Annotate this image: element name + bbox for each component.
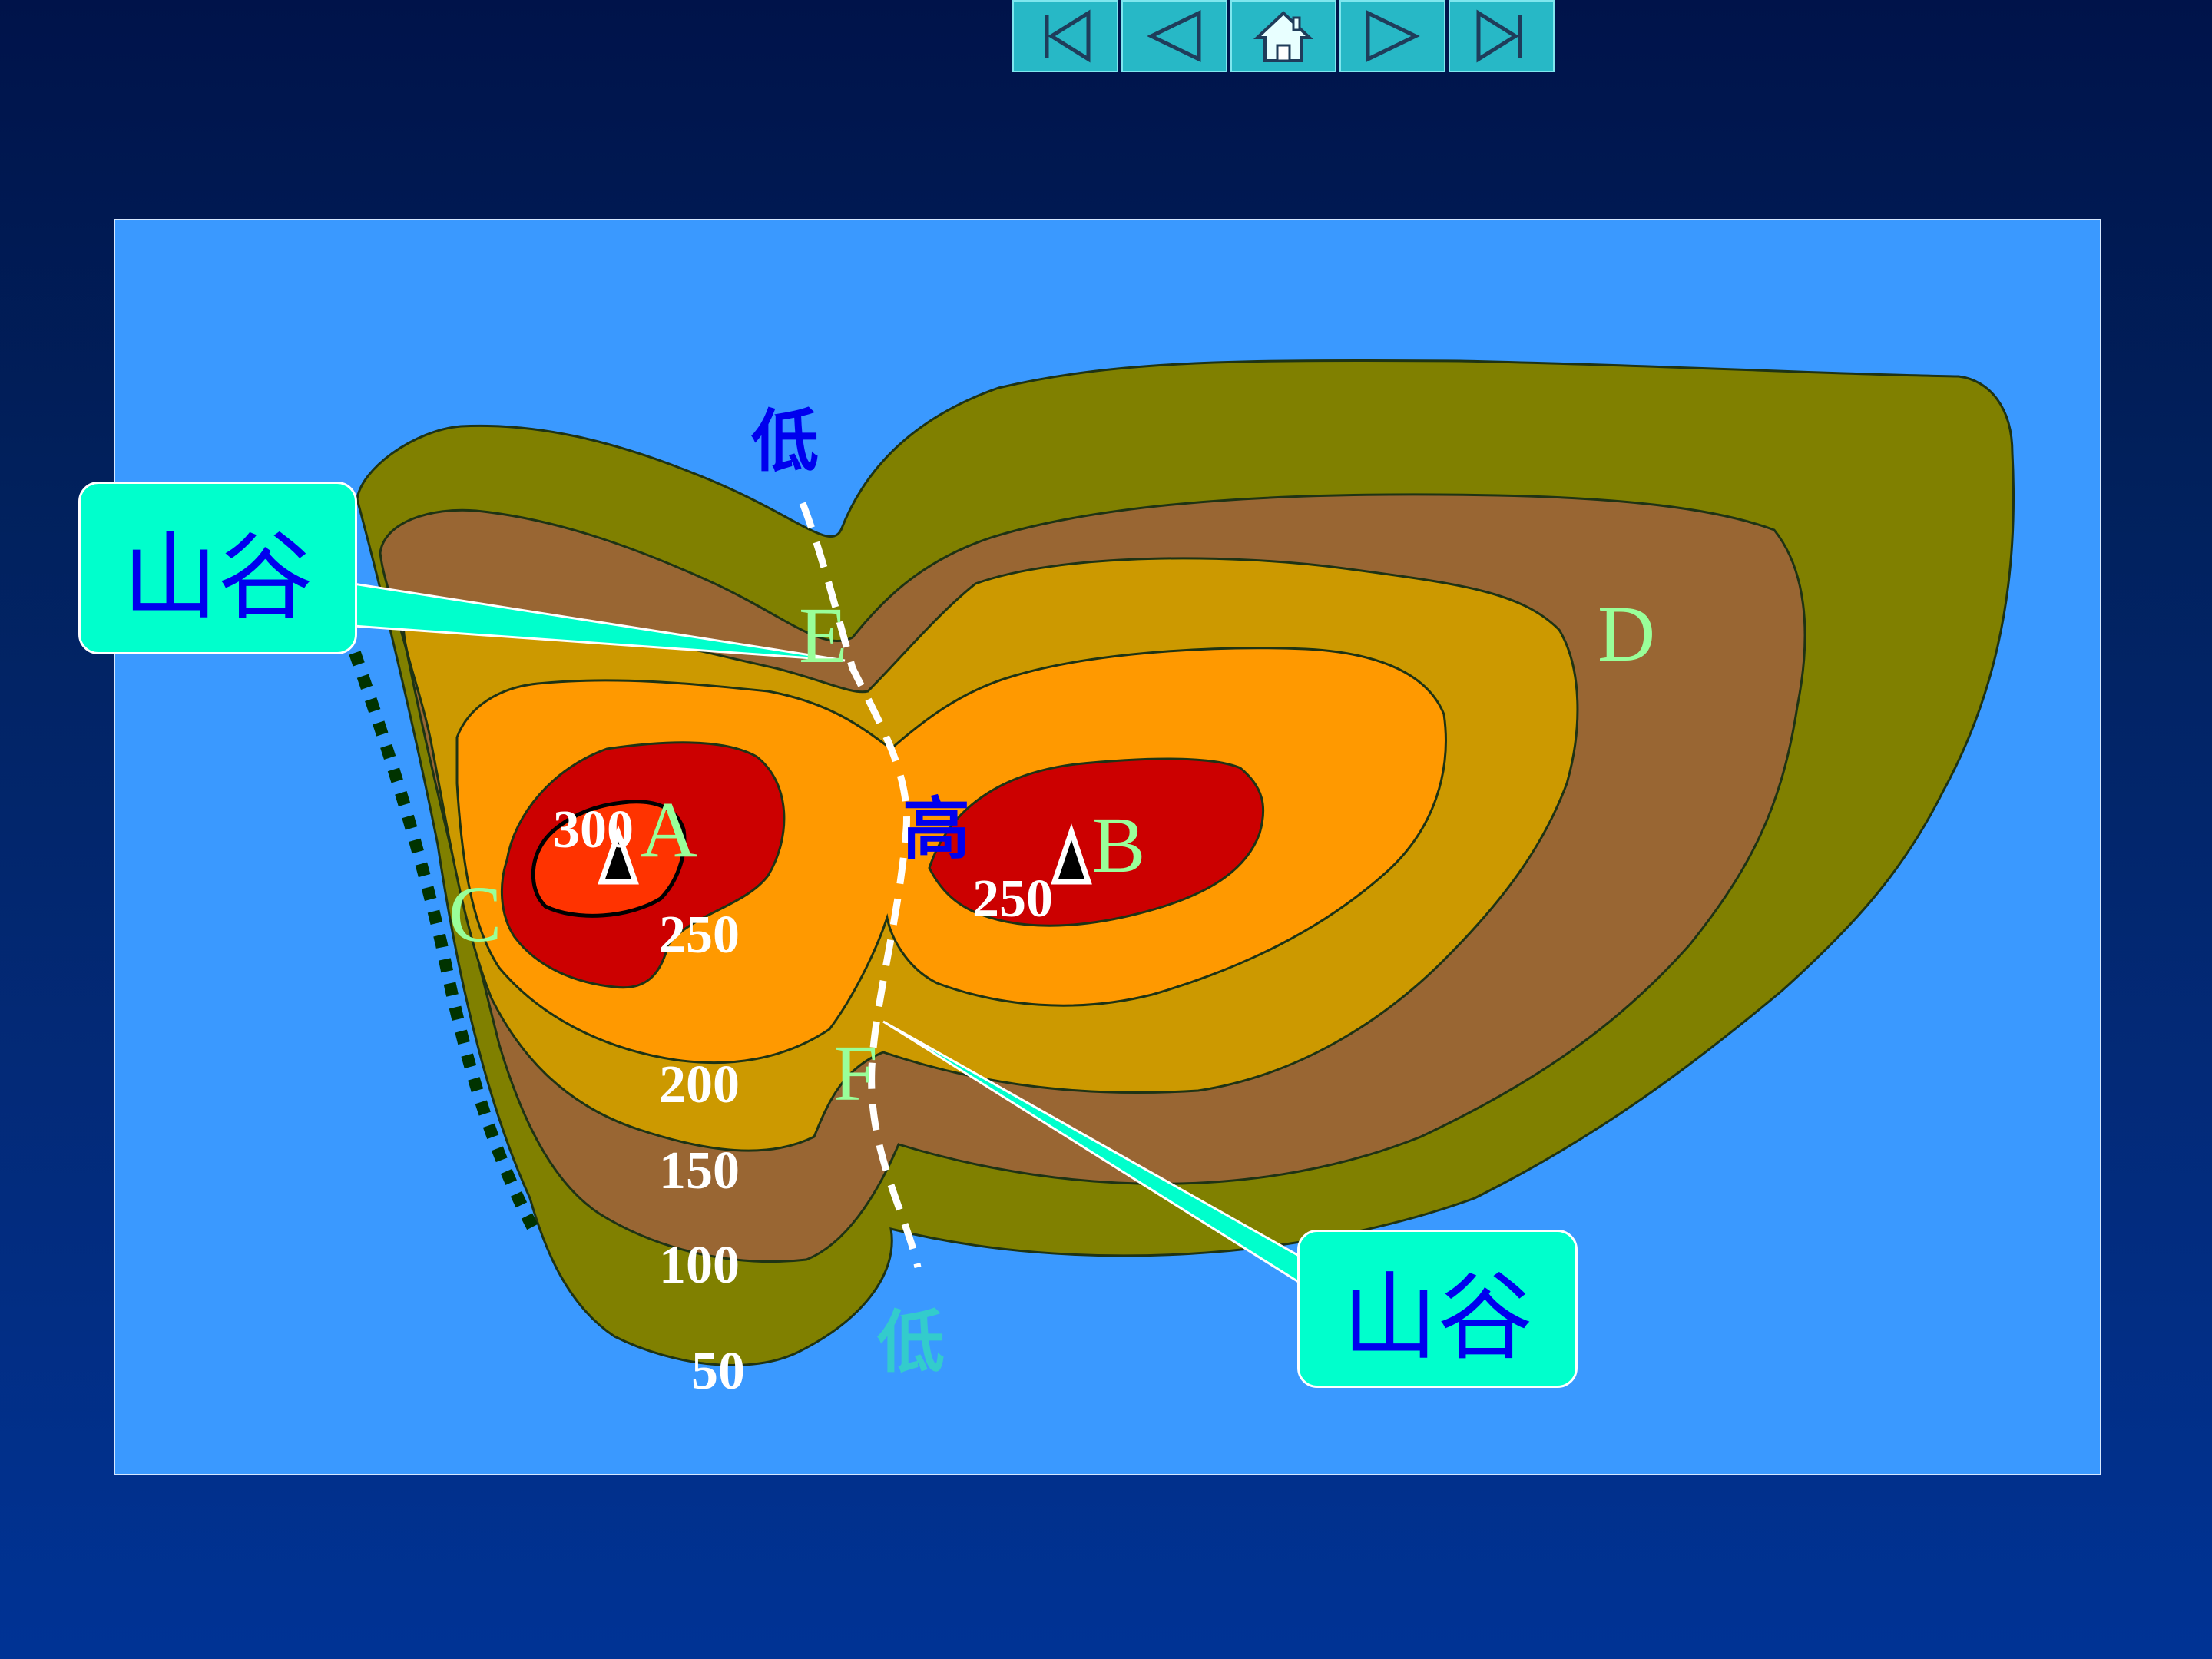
first-page-button[interactable] [1012, 0, 1118, 72]
contour-label-a-250: 250 [659, 906, 740, 965]
previous-page-button[interactable] [1121, 0, 1227, 72]
high-label: 高 [902, 789, 970, 869]
valley-callout-bottom: 山谷 [1297, 1230, 1578, 1388]
summit-b-250 [928, 757, 1265, 927]
previous-page-icon [1147, 10, 1201, 62]
valley-callout-top: 山谷 [78, 482, 357, 654]
summit-a-marker [598, 825, 639, 885]
point-label-e: E [799, 591, 848, 680]
nav-bar [1012, 0, 1555, 74]
low-label-bottom: 低 [877, 1302, 945, 1382]
contour-label-300: 300 [553, 800, 634, 859]
home-button[interactable] [1230, 0, 1336, 72]
point-label-a: A [640, 786, 697, 874]
valley-dashed-line [799, 502, 922, 1268]
point-label-c: C [449, 870, 502, 959]
last-page-icon [1476, 9, 1522, 63]
next-page-icon [1366, 10, 1420, 62]
point-label-d: D [1598, 590, 1655, 678]
contour-label-200: 200 [659, 1055, 740, 1114]
summit-b-marker [1051, 823, 1092, 885]
contour-label-150: 150 [659, 1141, 740, 1200]
last-page-button[interactable] [1449, 0, 1555, 72]
contour-label-50: 50 [691, 1342, 745, 1401]
low-label-top: 低 [751, 401, 819, 481]
ridge-line-c [349, 651, 544, 1240]
point-label-f: F [833, 1029, 878, 1118]
home-icon [1253, 11, 1314, 62]
contour-label-100: 100 [659, 1236, 740, 1295]
next-page-button[interactable] [1339, 0, 1445, 72]
point-label-b: B [1092, 801, 1145, 889]
contour-label-b-250: 250 [972, 869, 1053, 929]
first-page-icon [1045, 9, 1091, 63]
